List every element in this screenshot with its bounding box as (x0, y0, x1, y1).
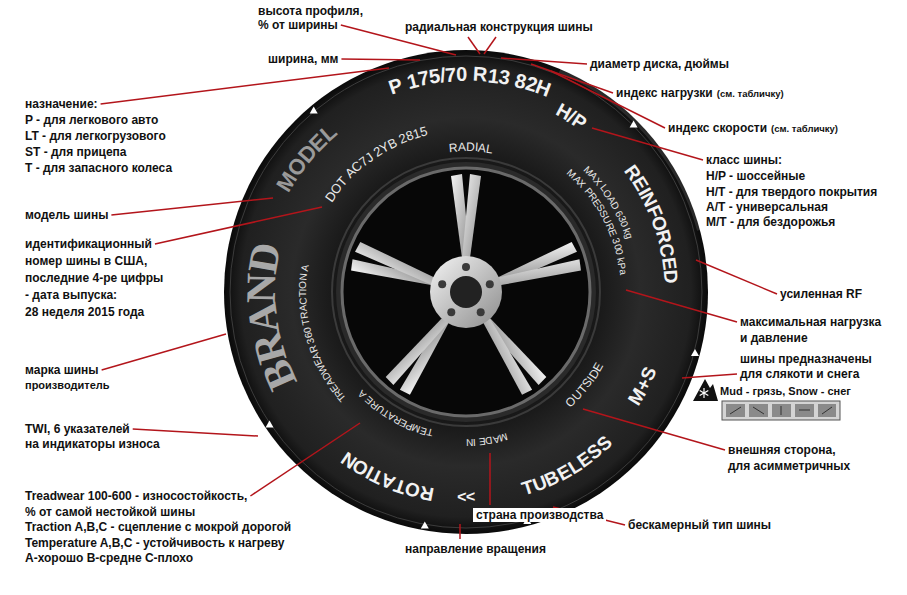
callout-label: для асимметричных (728, 459, 850, 473)
callout-label: для слякоти и снега (740, 367, 859, 381)
sidewall-letter: a (617, 268, 628, 275)
leader-line (501, 58, 587, 64)
sidewall-letter: A (492, 433, 501, 444)
sidewall-letter: L (485, 142, 494, 155)
callout-label: (см. табличку) (771, 122, 838, 136)
callout-label: H/T - для твердого покрытия (706, 185, 877, 199)
tire-bead (332, 158, 600, 426)
callout-label: класс шины: (706, 153, 782, 167)
callout-label: индекс нагрузки (616, 86, 713, 100)
rim-lip (336, 162, 596, 422)
sidewall-letter: R (299, 311, 310, 320)
icon-caption: Mud - грязь, Snow - снег (720, 384, 851, 398)
sidewall-letter: E (478, 436, 486, 447)
callout-label: Treadwear 100-600 - износостойкость, (25, 489, 247, 503)
callout-label: T - для запасного колеса (25, 161, 172, 175)
rim-spokes (349, 174, 583, 396)
callout-label: % от самой нестойкой шины (25, 505, 195, 519)
sidewall-letter: N (240, 272, 283, 303)
sidewall-letter: N (298, 273, 309, 281)
sidewall-letter: < (456, 489, 466, 505)
callout-label: последние 4-ре цифры (25, 271, 163, 285)
sidewall-letter: R (472, 64, 488, 85)
sidewall-letter: A (299, 263, 310, 271)
callout-label: радиальная конструкция шины (405, 20, 593, 34)
callout-label: шины предназначены (740, 352, 872, 366)
leader-line (111, 198, 273, 215)
callout-label: идентификационный (25, 237, 152, 251)
callout-label: и давление (740, 331, 808, 345)
callout-label: диаметр диска, дюймы (590, 57, 729, 71)
callout-label: TWI, 6 указателей (25, 422, 130, 436)
callout-label: направление вращения (405, 542, 546, 556)
sidewall-letter: A (298, 304, 309, 312)
sidewall-letter: C (298, 297, 308, 305)
sidewall-letter: N (466, 437, 473, 447)
sidewall-letter: < (466, 489, 476, 505)
callout-label: H/P - шоссейные (706, 169, 805, 183)
sidewall-letter: D (241, 239, 287, 276)
callout-label: усиленная RF (780, 287, 862, 301)
leader-line (101, 68, 389, 104)
callout-label: 28 неделя 2015 года (25, 305, 144, 319)
callout-label: Temperature A,B,C - устойчивость к нагре… (25, 536, 285, 550)
callout-label: производитель (25, 378, 110, 392)
callout-label: LT - для легкогрузового (25, 129, 166, 143)
rim (342, 168, 590, 416)
callout-label: - дата выпуска: (25, 288, 117, 302)
leader-line (484, 37, 496, 54)
leader-line (468, 37, 480, 54)
leader-line (626, 290, 737, 322)
leader-line (341, 59, 420, 60)
callout-label: внешняя сторона, (728, 443, 836, 457)
leader-line (155, 207, 322, 244)
callout-label: бескамерный тип шины (628, 518, 771, 532)
leader-line (250, 423, 360, 496)
sidewall-letter: 0 (456, 64, 467, 84)
callout-label: модель шины (25, 208, 108, 222)
callout-label: страна производства (473, 508, 606, 522)
sidewall-letter: T (298, 291, 308, 297)
sidewall-letter: D (660, 269, 680, 284)
leader-line (696, 260, 777, 294)
callout-label: на индикаторы износа (25, 437, 160, 451)
callout-label: A/T - универсальная (706, 200, 828, 214)
sidewall-letter: O (298, 281, 308, 289)
sidewall-letter: A (240, 300, 286, 335)
callout-label: Traction A,B,C - сцепление с мокрой доро… (25, 520, 291, 534)
weather-icons (722, 401, 840, 420)
leader-line (102, 334, 226, 370)
callout-label: марка шины (25, 363, 99, 377)
sidewall-letter: A (458, 141, 466, 153)
callout-label: P - для легкового авто (25, 113, 158, 127)
callout-label: A-хорошо B-средне C-плохо (25, 551, 193, 565)
sidewall-letter: 7 (445, 64, 457, 85)
leader-line (489, 453, 491, 505)
leader-line (682, 374, 737, 378)
leader-line (133, 429, 258, 436)
callout-label: ST - для прицепа (25, 145, 127, 159)
callout-label: номер шины в США, (25, 254, 147, 268)
callout-label: высота профиля, (258, 4, 363, 18)
sidewall-letter: D (466, 141, 475, 153)
callout-label: % от ширины (258, 18, 338, 32)
sidewall-letter: R (449, 141, 459, 154)
callout-label: максимальная нагрузка (740, 315, 881, 329)
callout-label: назначение: (25, 97, 98, 111)
callout-label: (см. табличку) (717, 87, 784, 101)
sidewall-letter: I (298, 289, 308, 292)
callout-label: M/T - для бездорожья (706, 215, 835, 229)
snow-symbol (693, 379, 718, 401)
leader-line (459, 524, 461, 539)
callout-label: индекс скорости (668, 121, 767, 135)
sidewall-letter: E (659, 256, 680, 271)
twi-markers (266, 106, 700, 528)
callout-label: ширина, мм (268, 52, 338, 66)
